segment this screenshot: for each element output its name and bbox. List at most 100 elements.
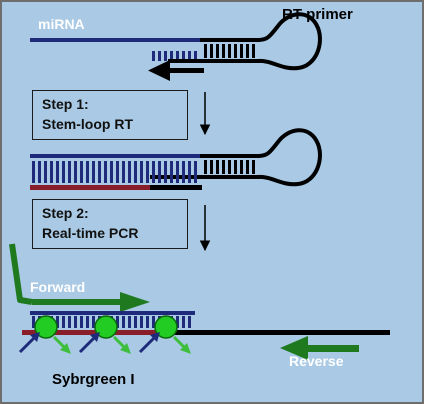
base-pair-tick <box>80 161 83 183</box>
rt-primer-loop-2 <box>257 128 322 187</box>
sybrgreen-label: Sybrgreen I <box>52 371 135 388</box>
base-pair-tick <box>62 161 65 183</box>
base-pair-tick <box>228 44 231 58</box>
base-pair-tick <box>116 316 119 328</box>
mirna-strand-2 <box>30 154 200 158</box>
base-pair-tick <box>222 160 225 174</box>
base-pair-tick <box>38 161 41 183</box>
step2-subtitle: Real-time PCR <box>42 225 139 241</box>
base-pair-tick <box>240 160 243 174</box>
stem-base-pairs-2 <box>204 160 255 174</box>
base-pair-tick <box>68 161 71 183</box>
cdna-strand <box>30 185 152 190</box>
sybrgreen-dye-circle <box>154 315 178 339</box>
step2-title: Step 2: <box>42 205 89 221</box>
base-pair-tick <box>170 161 173 183</box>
base-pair-tick <box>246 160 249 174</box>
base-pair-tick <box>240 44 243 58</box>
base-pair-tick <box>122 316 125 328</box>
step1-title: Step 1: <box>42 96 89 112</box>
base-pair-tick <box>68 316 71 328</box>
emission-arrowhead <box>60 343 71 354</box>
base-pair-tick <box>252 44 255 58</box>
base-pair-tick <box>56 161 59 183</box>
base-pair-tick <box>204 160 207 174</box>
base-pair-tick <box>152 316 155 328</box>
sybrgreen-dye-circle <box>34 315 58 339</box>
base-pair-tick <box>152 161 155 183</box>
base-pair-tick <box>234 44 237 58</box>
base-pair-tick <box>122 161 125 183</box>
base-pair-tick <box>188 161 191 183</box>
base-pair-tick <box>110 161 113 183</box>
base-pair-tick <box>98 161 101 183</box>
base-pair-tick <box>252 160 255 174</box>
base-pair-tick <box>204 44 207 58</box>
excitation-arrow <box>138 334 158 354</box>
excitation-arrowhead <box>150 332 160 342</box>
base-pair-tick <box>74 161 77 183</box>
base-pair-tick <box>176 51 179 61</box>
step1-subtitle: Stem-loop RT <box>42 116 133 132</box>
base-pair-tick <box>74 316 77 328</box>
base-pair-tick <box>188 316 191 328</box>
base-pair-tick <box>134 161 137 183</box>
base-pair-tick <box>194 161 197 183</box>
excitation-arrow <box>78 334 98 354</box>
rt-primer-strand-bottom <box>200 59 260 63</box>
base-pair-tick <box>152 51 155 61</box>
base-pair-tick <box>164 161 167 183</box>
cdna-strand-join <box>150 185 202 190</box>
mirna-primer-base-pairs <box>152 51 197 61</box>
primer-strand-bottom-2 <box>150 175 260 179</box>
base-pair-tick <box>158 161 161 183</box>
reverse-label: Reverse <box>289 353 344 369</box>
forward-arrow-shaft <box>32 299 122 305</box>
base-pair-tick <box>140 316 143 328</box>
step1-box <box>32 90 188 140</box>
excitation-arrow <box>18 334 38 354</box>
rt-primer-loop <box>257 12 322 71</box>
excitation-arrowhead <box>90 332 100 342</box>
base-pair-tick <box>246 44 249 58</box>
base-pair-tick <box>104 161 107 183</box>
base-pair-tick <box>92 316 95 328</box>
primer-strand-top-2 <box>200 154 260 158</box>
forward-primer-tail <box>9 243 33 305</box>
base-pair-tick <box>216 44 219 58</box>
base-pair-tick <box>210 44 213 58</box>
excitation-arrowhead <box>30 332 40 342</box>
rt-stage-group <box>30 12 322 81</box>
emission-arrowhead <box>120 343 131 354</box>
forward-arrowhead <box>120 292 150 312</box>
base-pair-tick <box>116 161 119 183</box>
base-pair-tick <box>86 161 89 183</box>
rt-primer-3prime <box>168 59 202 63</box>
pcr-stage-group <box>9 243 390 360</box>
rt-primer-label: RT primer <box>282 6 353 23</box>
rt-primer-strand-top <box>200 38 260 42</box>
cdna-base-pairs <box>32 161 197 183</box>
mirna-strand <box>30 38 200 42</box>
base-pair-tick <box>158 51 161 61</box>
base-pair-tick <box>194 51 197 61</box>
base-pair-tick <box>210 160 213 174</box>
base-pair-tick <box>228 160 231 174</box>
sybrgreen-dye-circle <box>94 315 118 339</box>
base-pair-tick <box>32 161 35 183</box>
base-pair-tick <box>32 316 35 328</box>
stem-base-pairs <box>204 44 255 58</box>
base-pair-tick <box>176 161 179 183</box>
base-pair-tick <box>44 161 47 183</box>
cdna-stage-group <box>30 128 322 190</box>
base-pair-tick <box>140 161 143 183</box>
base-pair-tick <box>222 44 225 58</box>
rt-extension-arrowhead <box>148 60 170 81</box>
base-pair-tick <box>146 161 149 183</box>
base-pair-tick <box>182 51 185 61</box>
base-pair-tick <box>216 160 219 174</box>
mirna-label: miRNA <box>38 16 85 32</box>
base-pair-tick <box>86 316 89 328</box>
base-pair-tick <box>128 161 131 183</box>
emission-arrowhead <box>180 343 191 354</box>
